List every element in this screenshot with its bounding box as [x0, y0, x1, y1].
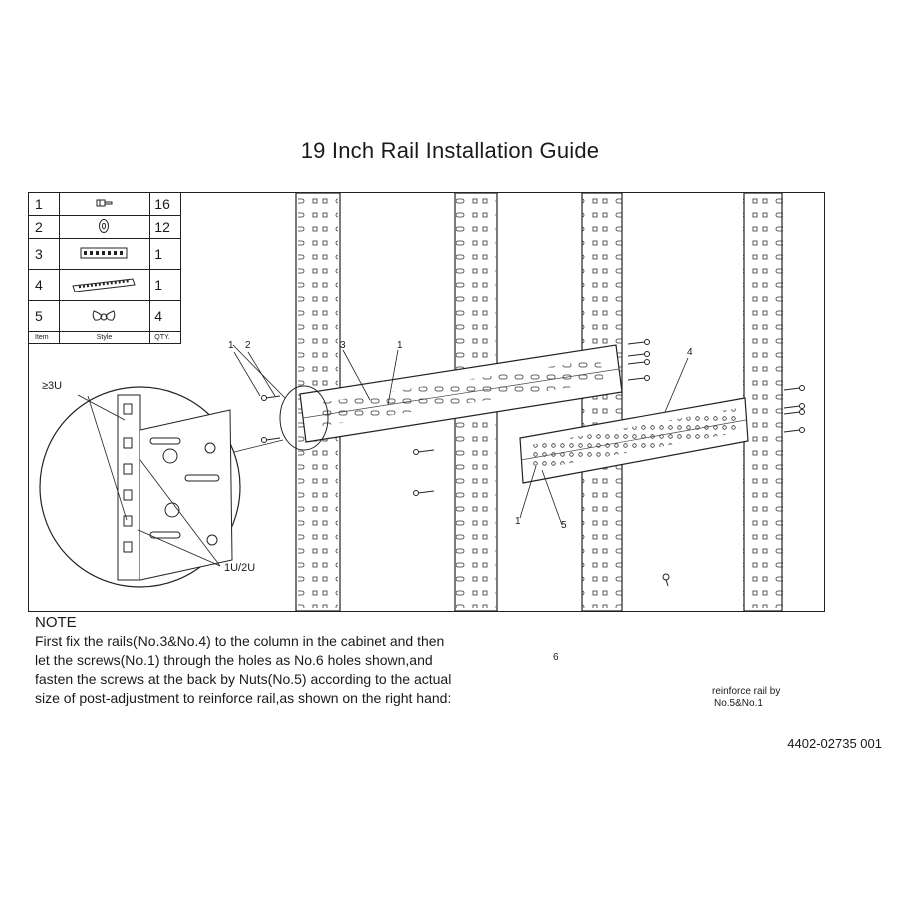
item-number: 2	[28, 215, 60, 239]
long-rail	[519, 397, 749, 484]
short-rail	[299, 344, 623, 443]
style-cell	[58, 238, 151, 270]
callout-1-short-rail: 1	[397, 340, 403, 351]
detail-label-1u2u: 1U/2U	[224, 562, 256, 574]
header-style: Style	[58, 331, 151, 344]
detail-label-3u: ≥3U	[42, 380, 63, 392]
document-number: 4402-02735 001	[787, 736, 882, 751]
inset-label-line2: No.5&No.1	[714, 698, 763, 709]
style-cell	[58, 269, 151, 301]
screw-icon	[96, 199, 113, 206]
loose-screw-icon	[662, 573, 670, 587]
header-qty: QTY.	[149, 331, 181, 344]
callout-6: 6	[553, 652, 559, 663]
page-title: 19 Inch Rail Installation Guide	[300, 138, 600, 163]
callout-5: 5	[561, 520, 567, 531]
washer-icon	[99, 218, 110, 233]
callout-4: 4	[687, 347, 693, 358]
rack-post-3	[581, 192, 623, 612]
callout-1: 1	[228, 340, 234, 351]
note-title: NOTE	[35, 614, 77, 631]
detail-magnifier	[39, 344, 329, 588]
table-header-row: Item Style QTY.	[28, 331, 181, 344]
callout-3: 3	[340, 340, 346, 351]
callout-2: 2	[245, 340, 251, 351]
parts-table: 1 16 2 12 3 1 4	[28, 192, 181, 344]
screw-group-right	[627, 339, 805, 433]
inset-label-line1: reinforce rail by	[712, 686, 781, 697]
short-rail-icon	[80, 247, 128, 258]
quantity: 12	[149, 215, 181, 239]
style-cell	[58, 300, 151, 332]
table-row: 4 1	[28, 269, 181, 301]
table-row: 2 12	[28, 215, 181, 239]
table-row: 5 4	[28, 300, 181, 332]
table-row: 1 16	[28, 192, 181, 216]
item-number: 4	[28, 269, 60, 301]
long-rail-icon	[72, 277, 137, 293]
item-number: 5	[28, 300, 60, 332]
note-section: NOTE First fix the rails(No.3&No.4) to t…	[28, 611, 825, 715]
item-number: 1	[28, 192, 60, 216]
table-row: 3 1	[28, 238, 181, 270]
item-number: 3	[28, 238, 60, 270]
style-cell	[58, 215, 151, 239]
style-cell	[58, 192, 151, 216]
quantity: 1	[149, 269, 181, 301]
quantity: 1	[149, 238, 181, 270]
screw-group-left	[261, 395, 435, 496]
header-item: Item	[28, 331, 60, 344]
rack-post-4	[743, 192, 783, 612]
note-text: First fix the rails(No.3&No.4) to the co…	[35, 633, 452, 706]
quantity: 16	[149, 192, 181, 216]
wing-nut-icon	[93, 309, 116, 321]
callout-1-long-rail: 1	[515, 516, 521, 527]
quantity: 4	[149, 300, 181, 332]
